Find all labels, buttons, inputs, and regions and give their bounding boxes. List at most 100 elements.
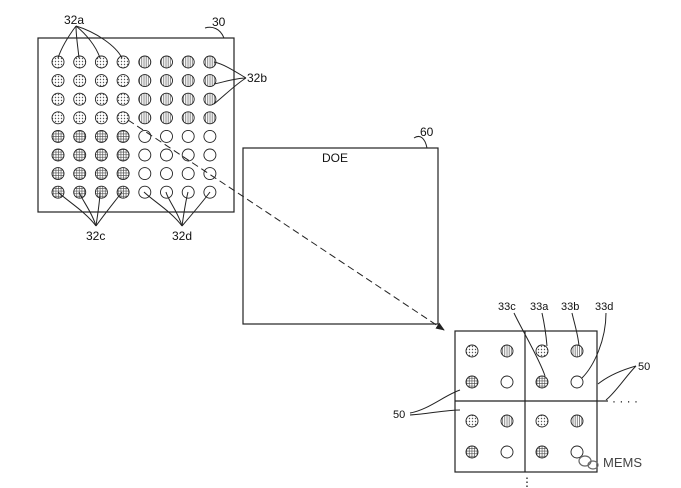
emitter-a <box>73 55 87 69</box>
emitter-a <box>73 74 87 88</box>
emitter-d <box>160 167 173 181</box>
emitter-d <box>203 148 217 162</box>
emitter-a <box>116 92 130 106</box>
emitter-c <box>116 129 130 143</box>
emitter-array <box>37 37 235 213</box>
emitter-c <box>73 148 87 162</box>
spot-b <box>500 344 514 358</box>
spot-b <box>500 414 514 428</box>
spot-c-label: 33c <box>498 301 516 313</box>
spot-d <box>500 445 514 459</box>
spot-c <box>465 375 479 389</box>
spot-b-label: 33b <box>561 301 579 313</box>
leader-50-right <box>597 365 637 401</box>
spot-c <box>465 445 479 459</box>
spot-d <box>570 445 584 459</box>
spot-a <box>535 414 549 428</box>
emitter-c <box>73 167 87 181</box>
spot-d-label: 33d <box>595 301 613 313</box>
spot-b <box>570 414 584 428</box>
wechat-logo-icon <box>578 455 599 470</box>
emitter-a <box>51 74 65 88</box>
emitter-a <box>94 92 108 106</box>
emitter-grid <box>51 55 217 199</box>
emitter-d <box>138 167 152 181</box>
spot-c <box>535 375 549 389</box>
emitter-c <box>116 148 130 162</box>
tile-ref-right-label: 50 <box>638 361 650 373</box>
emitter-b <box>160 92 173 106</box>
projection-line <box>127 119 445 331</box>
emitter-c <box>116 167 130 181</box>
leader-32a <box>57 25 123 59</box>
emitter-c <box>94 185 108 199</box>
spot-d <box>500 375 514 389</box>
emitter-c <box>51 129 65 143</box>
emitter-d <box>138 129 152 143</box>
emitter-b <box>160 55 173 69</box>
leader-30 <box>204 26 225 39</box>
emitter-b <box>138 55 152 69</box>
array-ref-label: 30 <box>212 15 226 29</box>
emitter-d <box>160 129 173 143</box>
emitter-a <box>51 92 65 106</box>
spot-a <box>465 414 479 428</box>
emitter-b <box>160 74 173 88</box>
leader-50-left <box>409 389 461 416</box>
emitter-b <box>203 92 217 106</box>
emitter-c <box>94 129 108 143</box>
spot-d <box>570 375 584 389</box>
leader-32c <box>57 191 123 227</box>
emitter-a <box>94 74 108 88</box>
doe-text: DOE <box>322 151 348 165</box>
emitter-a <box>94 111 108 125</box>
emitter-b <box>181 74 195 88</box>
emitter-d <box>181 129 195 143</box>
emitter-b <box>181 111 195 125</box>
emitter-d <box>181 167 195 181</box>
doe-ref-label: 60 <box>420 125 434 139</box>
emitter-c <box>73 129 87 143</box>
emitter-a <box>51 55 65 69</box>
continuation-right: · · · · <box>612 394 638 408</box>
spot-grid <box>465 344 584 459</box>
emitter-a <box>73 111 87 125</box>
spot-a <box>535 344 549 358</box>
emitter-c-label: 32c <box>86 229 105 243</box>
emitter-b <box>203 111 217 125</box>
emitter-a <box>94 55 108 69</box>
emitter-b <box>138 92 152 106</box>
emitter-a <box>73 92 87 106</box>
emitter-b <box>138 111 152 125</box>
emitter-d <box>203 129 217 143</box>
emitter-a <box>116 111 130 125</box>
emitter-b <box>138 74 152 88</box>
spot-leaders <box>513 312 607 379</box>
leader-32d <box>143 191 211 227</box>
continuation-down: ⋮ <box>521 475 533 488</box>
leader-60 <box>413 135 428 149</box>
tile-ref-left-label: 50 <box>393 409 405 421</box>
emitter-c <box>94 148 108 162</box>
leader-32b <box>213 61 247 105</box>
emitter-d-label: 32d <box>172 229 192 243</box>
emitter-b <box>160 111 173 125</box>
emitter-a <box>116 74 130 88</box>
emitter-c <box>94 167 108 181</box>
spot-c <box>535 445 549 459</box>
emitter-c <box>73 185 87 199</box>
emitter-d <box>160 148 173 162</box>
emitter-d <box>181 148 195 162</box>
watermark-text: MEMS <box>603 455 642 470</box>
doe-box <box>242 147 439 325</box>
spot-a <box>465 344 479 358</box>
spot-a-label: 33a <box>530 301 549 313</box>
emitter-a <box>51 111 65 125</box>
emitter-d <box>138 148 152 162</box>
emitter-b-label: 32b <box>247 71 267 85</box>
emitter-a <box>116 55 130 69</box>
emitter-c <box>51 167 65 181</box>
emitter-a-label: 32a <box>64 13 84 27</box>
emitter-b <box>203 74 217 88</box>
